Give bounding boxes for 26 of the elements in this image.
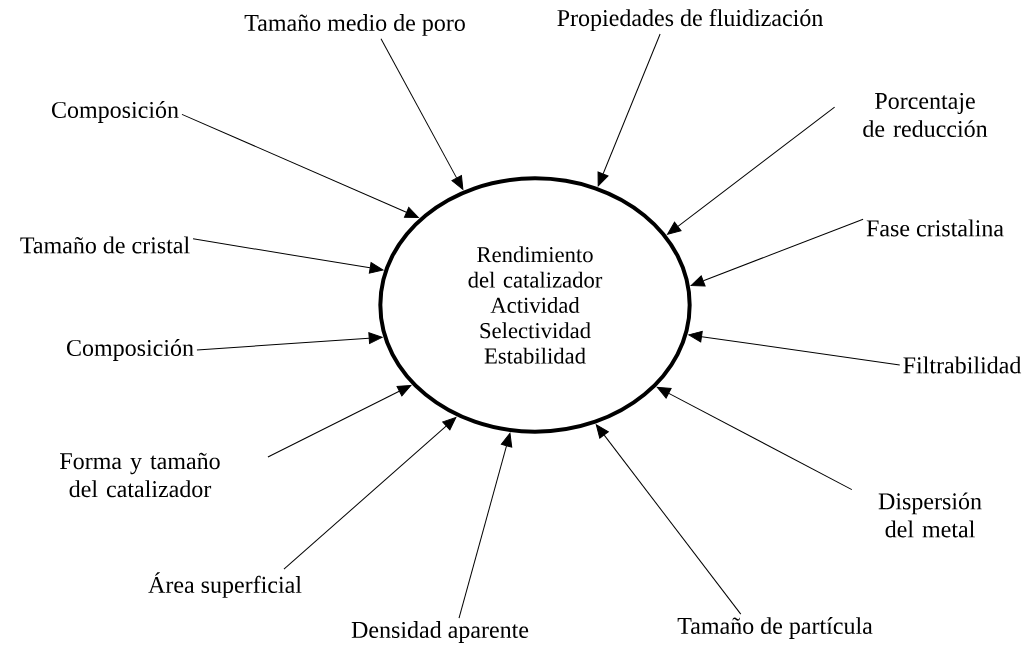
arrow [380,38,464,190]
factor-label: Fase cristalina [866,219,1004,237]
factor-label: Composición [67,339,194,361]
arrow [181,113,419,218]
factor-label: Porcentaje de reducción [863,92,988,138]
factor-label: Tamaño de cristal [20,236,190,254]
arrow [597,33,661,187]
factor-label: Tamaño medio de poro [244,14,465,36]
arrow [656,386,853,491]
arrow [458,432,513,619]
factor-label: Dispersión del metal [878,492,982,538]
factor-label: Tamaño de partícula [677,617,873,639]
arrow [267,384,412,458]
arrow [283,416,457,570]
arrow [690,218,864,287]
arrow [595,424,742,615]
arrow [196,332,383,351]
factor-label: Densidad aparente [351,621,529,643]
factor-label: Área superficial [148,572,302,598]
arrow [192,238,384,274]
factor-label: Forma y tamaño del catalizador [60,452,220,498]
arrow [667,106,836,235]
factor-label: Filtrabilidad [903,356,1022,374]
factor-label: Propiedades de fluidización [557,9,823,31]
arrow [688,330,901,366]
factor-label: Composición [52,101,179,123]
